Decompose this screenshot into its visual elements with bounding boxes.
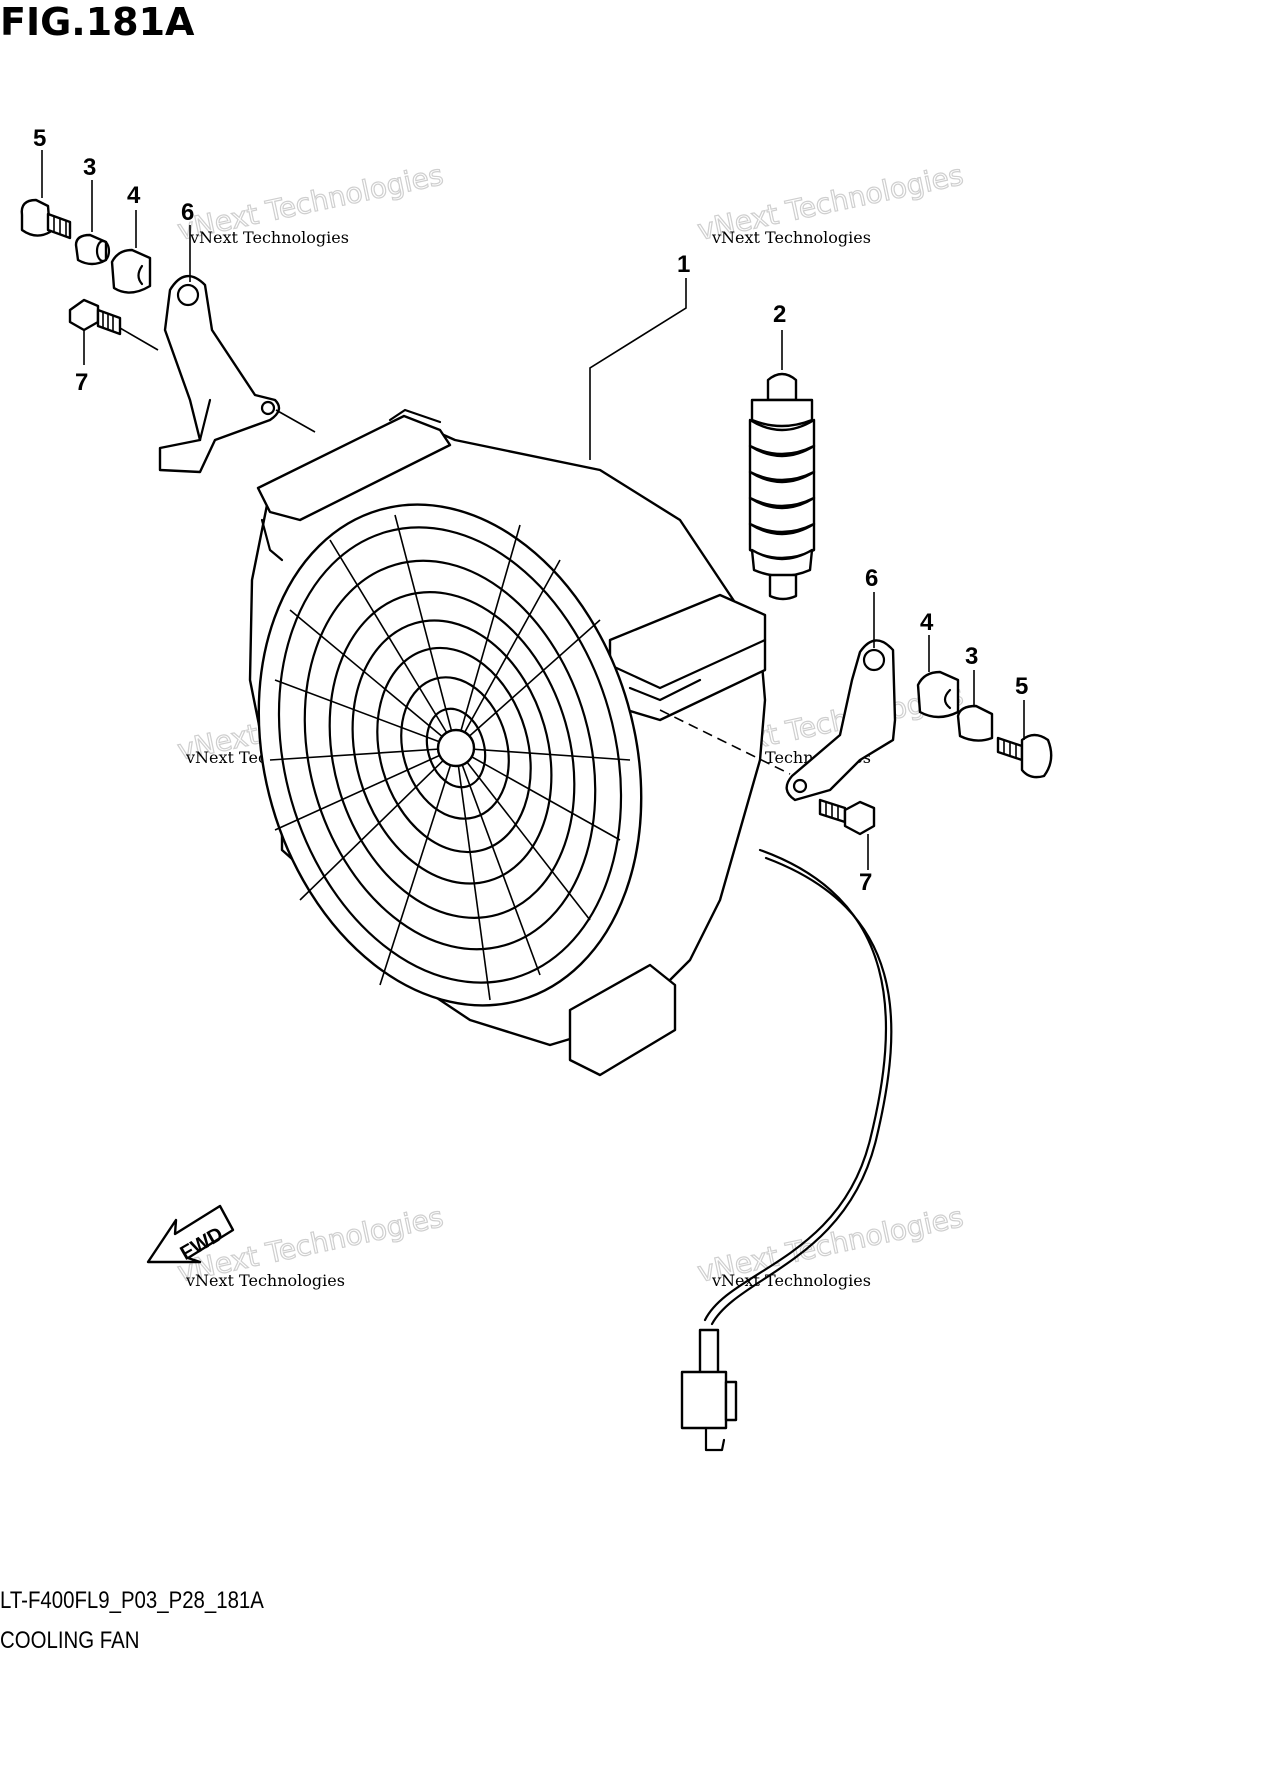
callout-6-left: 6 <box>181 199 194 226</box>
wire-grommet <box>748 372 816 601</box>
callout-7-right: 7 <box>859 869 872 896</box>
callout-7-left: 7 <box>75 369 88 396</box>
callout-4-left: 4 <box>127 182 141 209</box>
callout-4-right: 4 <box>920 609 934 636</box>
left-bracket-assembly <box>20 150 316 474</box>
watermark-top-left: vNext Technologies vNext Technologies <box>174 158 447 248</box>
watermark-bottom-right: vNext Technologies vNext Technologies <box>694 1200 967 1290</box>
cooling-fan-assembly <box>248 408 767 1077</box>
callout-5-right: 5 <box>1015 673 1028 700</box>
callout-6-right: 6 <box>865 565 878 592</box>
watermark-text: vNext Technologies <box>711 228 871 247</box>
callout-3-left: 3 <box>83 154 96 181</box>
watermark-text: vNext Technologies <box>189 228 349 247</box>
fwd-direction-arrow: FWD <box>146 1204 235 1265</box>
callout-2: 2 <box>773 301 786 328</box>
callout-leaders-top <box>589 278 783 460</box>
callout-1: 1 <box>677 251 690 278</box>
callout-labels: 1 2 5 3 4 6 7 6 4 3 5 7 <box>33 125 1028 896</box>
watermark-top-right: vNext Technologies vNext Technologies <box>694 158 967 248</box>
diagram-code: LT-F400FL9_P03_P28_181A <box>0 1587 264 1614</box>
callout-3-right: 3 <box>965 643 978 670</box>
right-bracket-assembly <box>659 592 1053 870</box>
diagram-name: COOLING FAN <box>0 1627 140 1654</box>
callout-5-left: 5 <box>33 125 46 152</box>
figure-title: FIG.181A <box>0 0 195 44</box>
fan-wire-and-connector <box>680 848 893 1452</box>
watermark-text: vNext Technologies <box>711 1271 871 1290</box>
watermark-text: vNext Technologies <box>185 1271 345 1290</box>
